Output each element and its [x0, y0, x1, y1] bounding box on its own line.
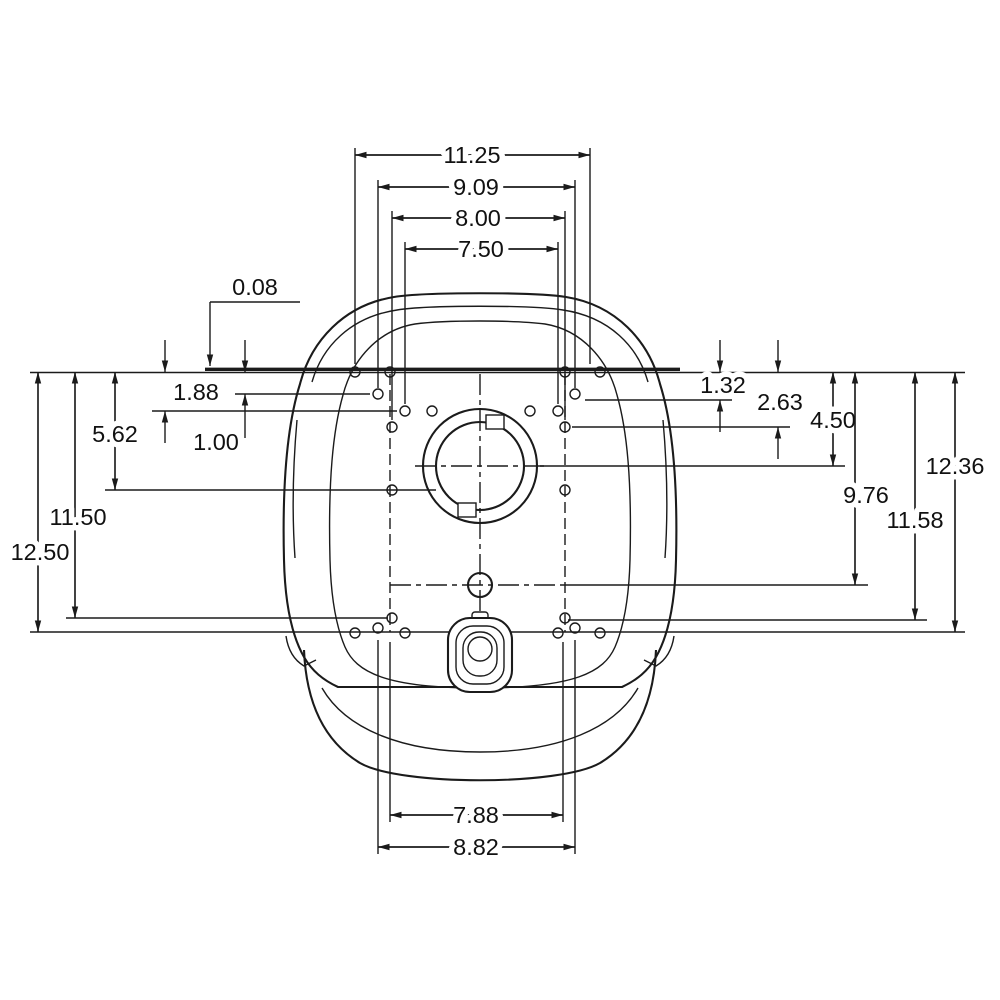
mounting-hole: [569, 388, 581, 400]
dimension-left-0-08: 0.08: [206, 269, 300, 366]
dim-label: 7.50: [458, 236, 504, 262]
latch-keyhole-circle: [467, 636, 493, 662]
dimension-top-7-50: 7.50: [404, 231, 559, 404]
mounting-hole: [399, 405, 411, 417]
dimension-right-1-32: 1.32: [695, 340, 751, 432]
dim-label: 11.58: [886, 507, 943, 533]
latch-inner-body: [455, 625, 505, 685]
dimension-right-2-63: 2.63: [752, 340, 808, 459]
seat-skirt-outline: [302, 649, 658, 782]
mounting-hole: [349, 627, 361, 639]
dimension-top-11-25: 11.25: [354, 137, 591, 364]
dim-label: 0.08: [232, 274, 278, 300]
hub-inner-circle: [434, 420, 526, 512]
seat-right-ear: [643, 635, 675, 667]
seat-pan-recess-contour: [328, 320, 632, 689]
seat-left-ear: [285, 635, 317, 667]
dim-label: 12.50: [11, 539, 70, 565]
dimension-left-11-50: 11.50: [44, 372, 112, 618]
dim-label: 8.00: [455, 205, 501, 231]
dimension-left-1-88: 1.88: [161, 340, 224, 443]
dimension-right-9-76: 9.76: [838, 372, 894, 585]
dim-label: 7.88: [453, 802, 499, 828]
mounting-hole: [594, 366, 606, 378]
center-hub: [421, 407, 539, 525]
mounting-hole: [386, 612, 398, 624]
dim-label: 9.76: [843, 482, 889, 508]
latch-feature: [446, 611, 514, 694]
dimension-left-5-62: 5.62: [87, 372, 143, 490]
latch-outer-body: [446, 616, 514, 694]
mounting-hole: [386, 484, 398, 496]
hub-key-notch-top: [485, 414, 505, 430]
hub-outer-circle: [421, 407, 539, 525]
dim-label: 12.36: [926, 453, 985, 479]
mounting-hole: [386, 421, 398, 433]
dim-label: 1.32: [700, 372, 746, 398]
dim-label: 9.09: [453, 174, 499, 200]
mounting-plate: [389, 374, 566, 632]
seat-outer-shell: [282, 292, 678, 689]
dimension-left-12-50: 12.50: [5, 372, 75, 632]
mounting-hole: [384, 366, 396, 378]
pivot-hole: [466, 571, 494, 599]
seat-right-inner-contour: [662, 419, 668, 559]
dim-label: 8.82: [453, 834, 499, 860]
dim-label: 1.88: [173, 379, 219, 405]
mounting-hole: [372, 388, 384, 400]
dim-label: 11.50: [49, 504, 106, 530]
dimension-right-11-58: 11.58: [881, 372, 949, 620]
dimension-bottom-7-88: 7.88: [389, 642, 564, 834]
dim-label: 2.63: [757, 389, 803, 415]
dimension-top-8-00: 8.00: [391, 200, 566, 420]
dimension-top-9-09: 9.09: [377, 169, 576, 388]
dim-label: 11.25: [443, 142, 500, 168]
mounting-hole: [372, 622, 384, 634]
dim-label: 1.00: [193, 429, 239, 455]
mounting-hole: [524, 405, 536, 417]
dim-label: 5.62: [92, 421, 138, 447]
mounting-hole: [399, 627, 411, 639]
mounting-hole: [559, 612, 571, 624]
mounting-hole: [552, 405, 564, 417]
latch-keyhole-slot: [462, 631, 498, 677]
dim-label: 4.50: [810, 407, 856, 433]
mounting-hole: [552, 627, 564, 639]
hub-key-notch-bottom: [457, 502, 477, 518]
dimension-bottom-8-82: 8.82: [377, 640, 576, 866]
seat-skirt-inner-line: [321, 687, 639, 753]
dimension-left-1-00: 1.00: [188, 340, 249, 461]
mounting-hole: [569, 622, 581, 634]
mounting-hole: [349, 366, 361, 378]
mounting-hole: [559, 484, 571, 496]
mounting-hole: [559, 421, 571, 433]
dimension-right-12-36: 12.36: [920, 372, 990, 632]
seat-top-inner-contour: [311, 305, 649, 383]
mounting-hole: [594, 627, 606, 639]
seat-left-inner-contour: [292, 419, 298, 559]
mounting-hole: [426, 405, 438, 417]
dimension-right-4-50: 4.50: [805, 372, 861, 466]
seat-outline: [282, 292, 678, 782]
